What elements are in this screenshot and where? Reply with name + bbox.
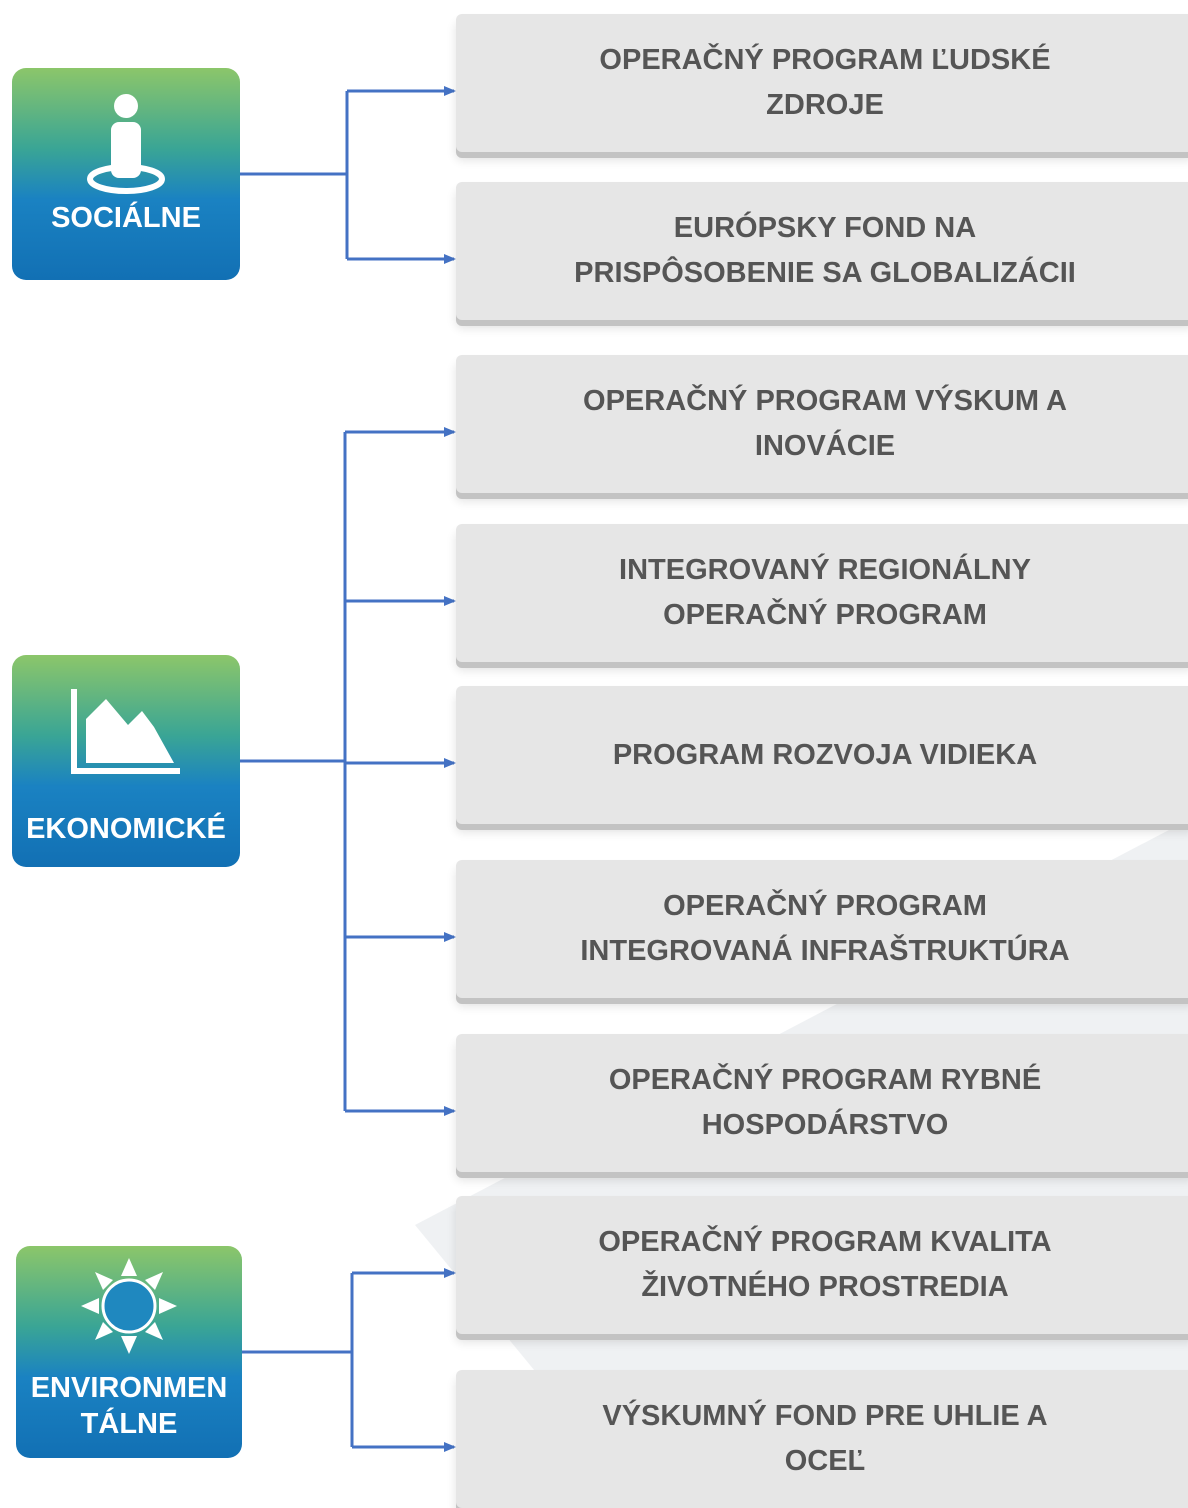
area-chart-icon	[12, 689, 240, 775]
program-box: EURÓPSKY FOND NA PRISPÔSOBENIE SA GLOBAL…	[456, 182, 1188, 320]
program-label: OPERAČNÝ PROGRAM ĽUDSKÉ ZDROJE	[599, 44, 1051, 121]
category-ekonomicke: EKONOMICKÉ	[12, 655, 240, 867]
person-icon	[12, 92, 240, 212]
category-label: SOCIÁLNE	[51, 202, 201, 234]
program-box: OPERAČNÝ PROGRAM INTEGROVANÁ INFRAŠTRUKT…	[456, 860, 1188, 998]
sun-icon	[16, 1256, 242, 1356]
program-label: VÝSKUMNÝ FOND PRE UHLIE A OCEĽ	[602, 1400, 1048, 1477]
program-box: VÝSKUMNÝ FOND PRE UHLIE A OCEĽ	[456, 1370, 1188, 1508]
program-label: OPERAČNÝ PROGRAM VÝSKUM A INOVÁCIE	[583, 385, 1067, 462]
program-label: OPERAČNÝ PROGRAM INTEGROVANÁ INFRAŠTRUKT…	[580, 890, 1070, 967]
program-box: OPERAČNÝ PROGRAM VÝSKUM A INOVÁCIE	[456, 355, 1188, 493]
category-label: EKONOMICKÉ	[26, 813, 226, 845]
program-box: INTEGROVANÝ REGIONÁLNY OPERAČNÝ PROGRAM	[456, 524, 1188, 662]
program-label: OPERAČNÝ PROGRAM RYBNÉ HOSPODÁRSTVO	[608, 1064, 1042, 1141]
program-label: OPERAČNÝ PROGRAM KVALITA ŽIVOTNÉHO PROST…	[598, 1226, 1052, 1303]
program-box: OPERAČNÝ PROGRAM RYBNÉ HOSPODÁRSTVO	[456, 1034, 1188, 1172]
program-label: PROGRAM ROZVOJA VIDIEKA	[612, 738, 1038, 771]
program-label: EURÓPSKY FOND NA PRISPÔSOBENIE SA GLOBAL…	[574, 212, 1076, 289]
program-box: PROGRAM ROZVOJA VIDIEKA	[456, 686, 1188, 824]
program-box: OPERAČNÝ PROGRAM KVALITA ŽIVOTNÉHO PROST…	[456, 1196, 1188, 1334]
program-label: INTEGROVANÝ REGIONÁLNY OPERAČNÝ PROGRAM	[619, 554, 1031, 631]
category-environmentalne: ENVIRONMEN TÁLNE	[16, 1246, 242, 1458]
category-socialne: SOCIÁLNE	[12, 68, 240, 280]
category-label: ENVIRONMEN TÁLNE	[30, 1372, 228, 1440]
program-box: OPERAČNÝ PROGRAM ĽUDSKÉ ZDROJE	[456, 14, 1188, 152]
